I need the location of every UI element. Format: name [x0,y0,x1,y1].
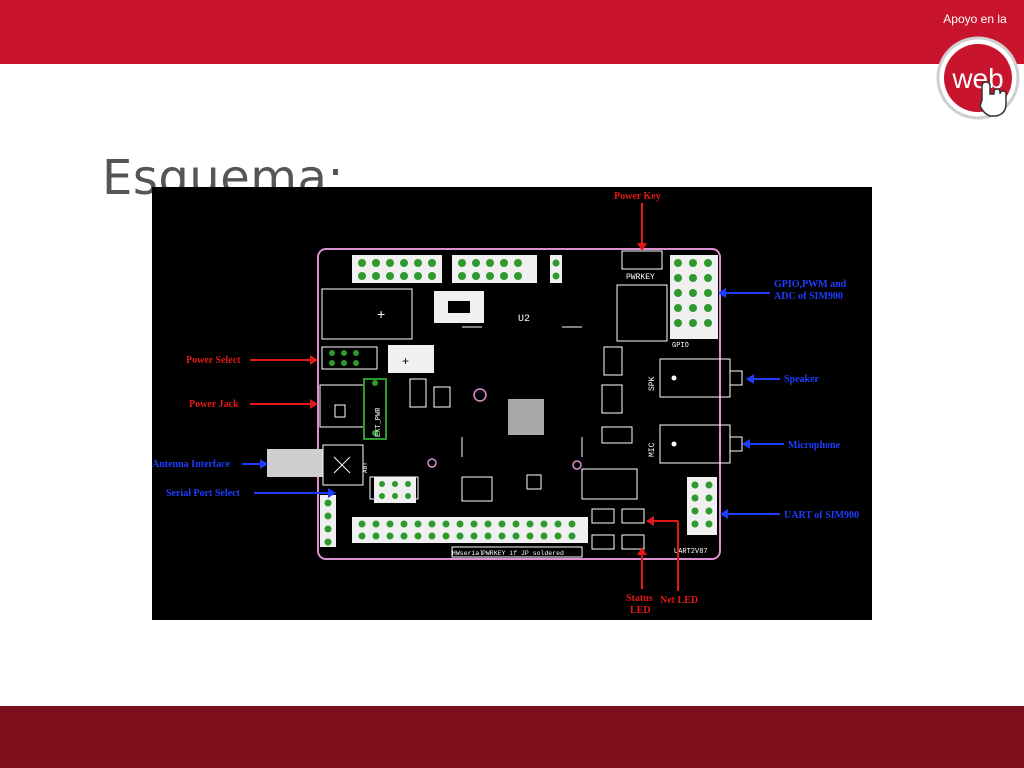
regulator [388,345,434,373]
u1-plus: + [377,306,385,322]
svg-text:+: + [402,354,409,368]
u1-outline [321,288,413,340]
net-led-label: Net LED [660,595,698,606]
uart-header: UART2V87 [674,477,717,556]
bottom-header: PWRKEY if JP soldered HWserial [352,517,588,558]
red-callouts: Power Key Power Select Power Jack Status… [186,191,698,616]
pwrkey-silk: PWRKEY [626,273,655,282]
footer-band [0,706,1024,768]
sim900-chip [508,399,544,435]
blue-callouts: GPIO,PWM and ADC of SIM900 Speaker Anten… [152,279,859,521]
spk-silk: SPK [648,376,657,391]
status-led-label: Status LED [626,593,655,616]
board-diagram: PWRKEY GPIO + + [152,187,872,620]
apoyo-en-la-web-logo[interactable]: Apoyo en la web [930,8,1020,138]
header-band [0,0,1024,64]
u2-silk: U2 [518,314,530,325]
left-header [320,495,336,547]
gpio-resistor-block [616,284,668,342]
uart-silk: UART2V87 [674,548,708,556]
antenna-connector: ANT [267,444,369,486]
power-key-switch [621,250,663,270]
serial-port-label: Serial Port Select [166,488,241,499]
power-jack-label: Power Jack [189,399,239,410]
power-jack: EXT_PWR [319,378,387,440]
ext-pwr-silk: EXT_PWR [375,407,383,437]
logo-caption: Apoyo en la [943,12,1007,26]
leds [591,508,645,550]
pcb-layout: PWRKEY GPIO + + [152,191,859,616]
antenna-label: Antenna Interface [152,459,231,470]
mic-silk: MIC [648,442,657,457]
gpio-silk: GPIO [672,342,689,350]
speaker-jack: SPK [648,358,743,398]
gpio-header: GPIO [670,255,718,350]
ant-silk: ANT [362,462,369,473]
power-select-jumper [321,346,378,370]
hand-cursor-icon [979,81,1007,117]
uart-label: UART of SIM900 [784,510,859,521]
power-key-label: Power Key [614,191,661,202]
pwrkey-note-silk: PWRKEY if JP soldered [482,550,564,557]
microphone-jack: MIC [648,424,743,464]
serial-port-jumpers [374,477,416,503]
speaker-label: Speaker [784,374,820,385]
hwserial-silk: HWserial [452,550,483,557]
power-select-label: Power Select [186,355,241,366]
gpio-label: GPIO,PWM and ADC of SIM900 [774,279,849,302]
microphone-label: Microphone [788,440,841,451]
header-top-left [352,255,562,283]
web-logo-icon: web [936,36,1020,120]
